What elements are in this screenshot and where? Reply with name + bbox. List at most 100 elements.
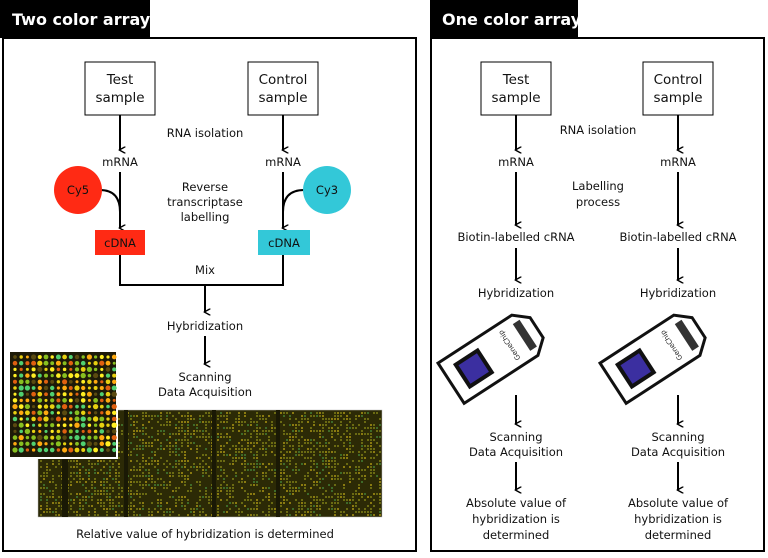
array-spot [283, 472, 285, 474]
array-spot [331, 508, 333, 510]
array-spot [178, 433, 180, 435]
array-spot [238, 457, 240, 459]
array-spot [202, 475, 204, 477]
array-spot [136, 493, 138, 495]
two-color-frame [2, 37, 417, 552]
array-spot [358, 493, 360, 495]
array-spot [274, 442, 276, 444]
array-spot [208, 412, 210, 414]
array-spot [271, 445, 273, 447]
array-spot [364, 493, 366, 495]
array-spot [202, 460, 204, 462]
array-spot [163, 514, 165, 516]
array-spot [247, 448, 249, 450]
array-spot [169, 511, 171, 513]
array-spot [259, 448, 261, 450]
array-spot [283, 487, 285, 489]
array-spot [298, 442, 300, 444]
array-spot [106, 429, 110, 434]
array-spot [217, 508, 219, 510]
array-spot [31, 435, 36, 440]
array-spot [358, 487, 360, 489]
array-spot [181, 445, 183, 447]
array-spot [142, 445, 144, 447]
array-spot [55, 466, 57, 468]
array-spot [100, 502, 102, 504]
array-spot [25, 435, 30, 440]
array-spot [202, 472, 204, 474]
array-spot [169, 481, 171, 483]
array-spot [247, 439, 249, 441]
array-spot [81, 429, 85, 433]
array-spot [256, 421, 258, 423]
array-spot [31, 391, 36, 397]
array-divider [124, 410, 128, 517]
array-spot [247, 475, 249, 477]
array-spot [105, 373, 111, 378]
array-spot [352, 493, 354, 495]
array-spot [334, 415, 336, 417]
array-spot [268, 445, 270, 447]
array-spot [25, 379, 30, 384]
array-spot [76, 493, 78, 495]
array-spot [115, 469, 117, 471]
array-spot [223, 427, 225, 429]
array-spot [298, 505, 300, 507]
array-spot [286, 439, 288, 441]
array-spot [274, 445, 276, 447]
array-spot [44, 442, 48, 446]
array-spot [364, 427, 366, 429]
array-spot [202, 466, 204, 468]
array-spot [349, 445, 351, 447]
array-spot [139, 514, 141, 516]
array-spot [50, 435, 55, 440]
array-spot [286, 478, 288, 480]
array-spot [199, 457, 201, 459]
array-spot [25, 373, 30, 378]
array-spot [25, 361, 30, 366]
array-spot [142, 505, 144, 507]
array-spot [274, 493, 276, 495]
array-spot [181, 505, 183, 507]
absolute-value-label: Absolute value of [628, 496, 729, 510]
array-spot [229, 412, 231, 414]
array-spot [250, 421, 252, 423]
array-spot [220, 448, 222, 450]
array-spot [379, 511, 381, 513]
mix-label: Mix [195, 263, 215, 277]
array-spot [49, 447, 55, 453]
array-spot [358, 508, 360, 510]
array-spot [331, 436, 333, 438]
array-spot [178, 421, 180, 423]
array-spot [13, 411, 17, 415]
array-spot [118, 463, 120, 465]
array-spot [223, 421, 225, 423]
array-spot [292, 487, 294, 489]
array-spot [199, 514, 201, 516]
array-spot [283, 478, 285, 480]
array-spot [52, 475, 54, 477]
array-spot [130, 508, 132, 510]
scanning-label: Scanning [651, 430, 704, 444]
array-spot [226, 484, 228, 486]
array-spot [256, 472, 258, 474]
array-spot [373, 448, 375, 450]
array-spot [133, 505, 135, 507]
array-spot [31, 367, 36, 372]
array-spot [319, 487, 321, 489]
array-spot [55, 487, 57, 489]
array-spot [133, 415, 135, 417]
array-spot [250, 484, 252, 486]
array-spot [259, 490, 261, 492]
array-spot [268, 415, 270, 417]
array-spot [62, 367, 67, 372]
array-spot [151, 427, 153, 429]
array-spot [208, 466, 210, 468]
mrna-label: mRNA [102, 155, 138, 169]
array-spot [217, 514, 219, 516]
array-spot [298, 454, 300, 456]
array-spot [370, 436, 372, 438]
array-spot [250, 418, 252, 420]
array-spot [376, 493, 378, 495]
mrna-label: mRNA [265, 155, 301, 169]
